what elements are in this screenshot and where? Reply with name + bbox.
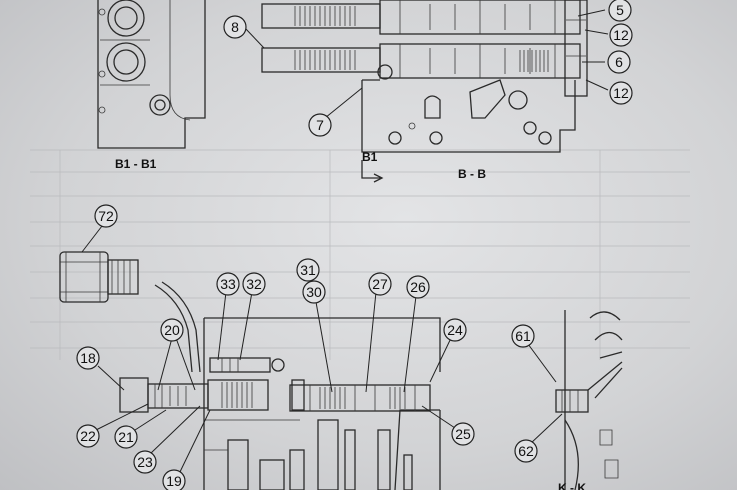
- callout-33: 33: [216, 272, 240, 296]
- b1-section-view: [97, 0, 206, 149]
- svg-text:19: 19: [166, 473, 182, 489]
- svg-text:33: 33: [220, 276, 236, 292]
- leader-lines: [81, 9, 609, 477]
- callout-32: 32: [242, 272, 266, 296]
- callout-12b: 12: [609, 81, 633, 105]
- svg-text:32: 32: [246, 276, 262, 292]
- callout-18: 18: [76, 346, 100, 370]
- callout-20: 20: [160, 318, 184, 342]
- callout-22: 22: [76, 424, 100, 448]
- svg-text:31: 31: [300, 262, 316, 278]
- callout-8: 8: [223, 15, 247, 39]
- svg-text:7: 7: [316, 117, 324, 133]
- callout-21: 21: [114, 425, 138, 449]
- callout-26: 26: [406, 275, 430, 299]
- lower-valve-body: [119, 281, 441, 490]
- svg-text:62: 62: [518, 443, 534, 459]
- svg-text:26: 26: [410, 279, 426, 295]
- svg-text:21: 21: [118, 429, 134, 445]
- svg-text:6: 6: [615, 54, 623, 70]
- label-k-k: K - K: [558, 481, 586, 490]
- svg-text:30: 30: [306, 284, 322, 300]
- callout-61: 61: [511, 324, 535, 348]
- svg-text:23: 23: [137, 454, 153, 470]
- callout-7: 7: [308, 113, 332, 137]
- svg-text:5: 5: [616, 2, 624, 18]
- callout-12: 12: [609, 23, 633, 47]
- svg-text:12: 12: [613, 27, 629, 43]
- part-72-fitting: [59, 251, 139, 303]
- svg-text:27: 27: [372, 276, 388, 292]
- label-b-b: B - B: [458, 167, 486, 181]
- kk-section-view: [555, 310, 623, 490]
- bleed-through-table: [30, 149, 690, 360]
- bb-section-view: [261, 0, 588, 183]
- callout-25: 25: [451, 422, 475, 446]
- svg-text:61: 61: [515, 328, 531, 344]
- svg-text:18: 18: [80, 350, 96, 366]
- callout-24: 24: [443, 318, 467, 342]
- svg-text:25: 25: [455, 426, 471, 442]
- callout-31: 31: [296, 258, 320, 282]
- marker-b1: B1: [362, 150, 378, 164]
- callout-30: 30: [302, 280, 326, 304]
- svg-text:24: 24: [447, 322, 463, 338]
- svg-text:22: 22: [80, 428, 96, 444]
- svg-text:72: 72: [98, 208, 114, 224]
- callout-23: 23: [133, 450, 157, 474]
- callout-5: 5: [608, 0, 632, 22]
- svg-text:20: 20: [164, 322, 180, 338]
- callout-19: 19: [162, 469, 186, 490]
- svg-text:12: 12: [613, 85, 629, 101]
- label-b1-b1: B1 - B1: [115, 157, 157, 171]
- svg-text:8: 8: [231, 19, 239, 35]
- callout-27: 27: [368, 272, 392, 296]
- callout-6: 6: [607, 50, 631, 74]
- callout-62: 62: [514, 439, 538, 463]
- callout-72: 72: [94, 204, 118, 228]
